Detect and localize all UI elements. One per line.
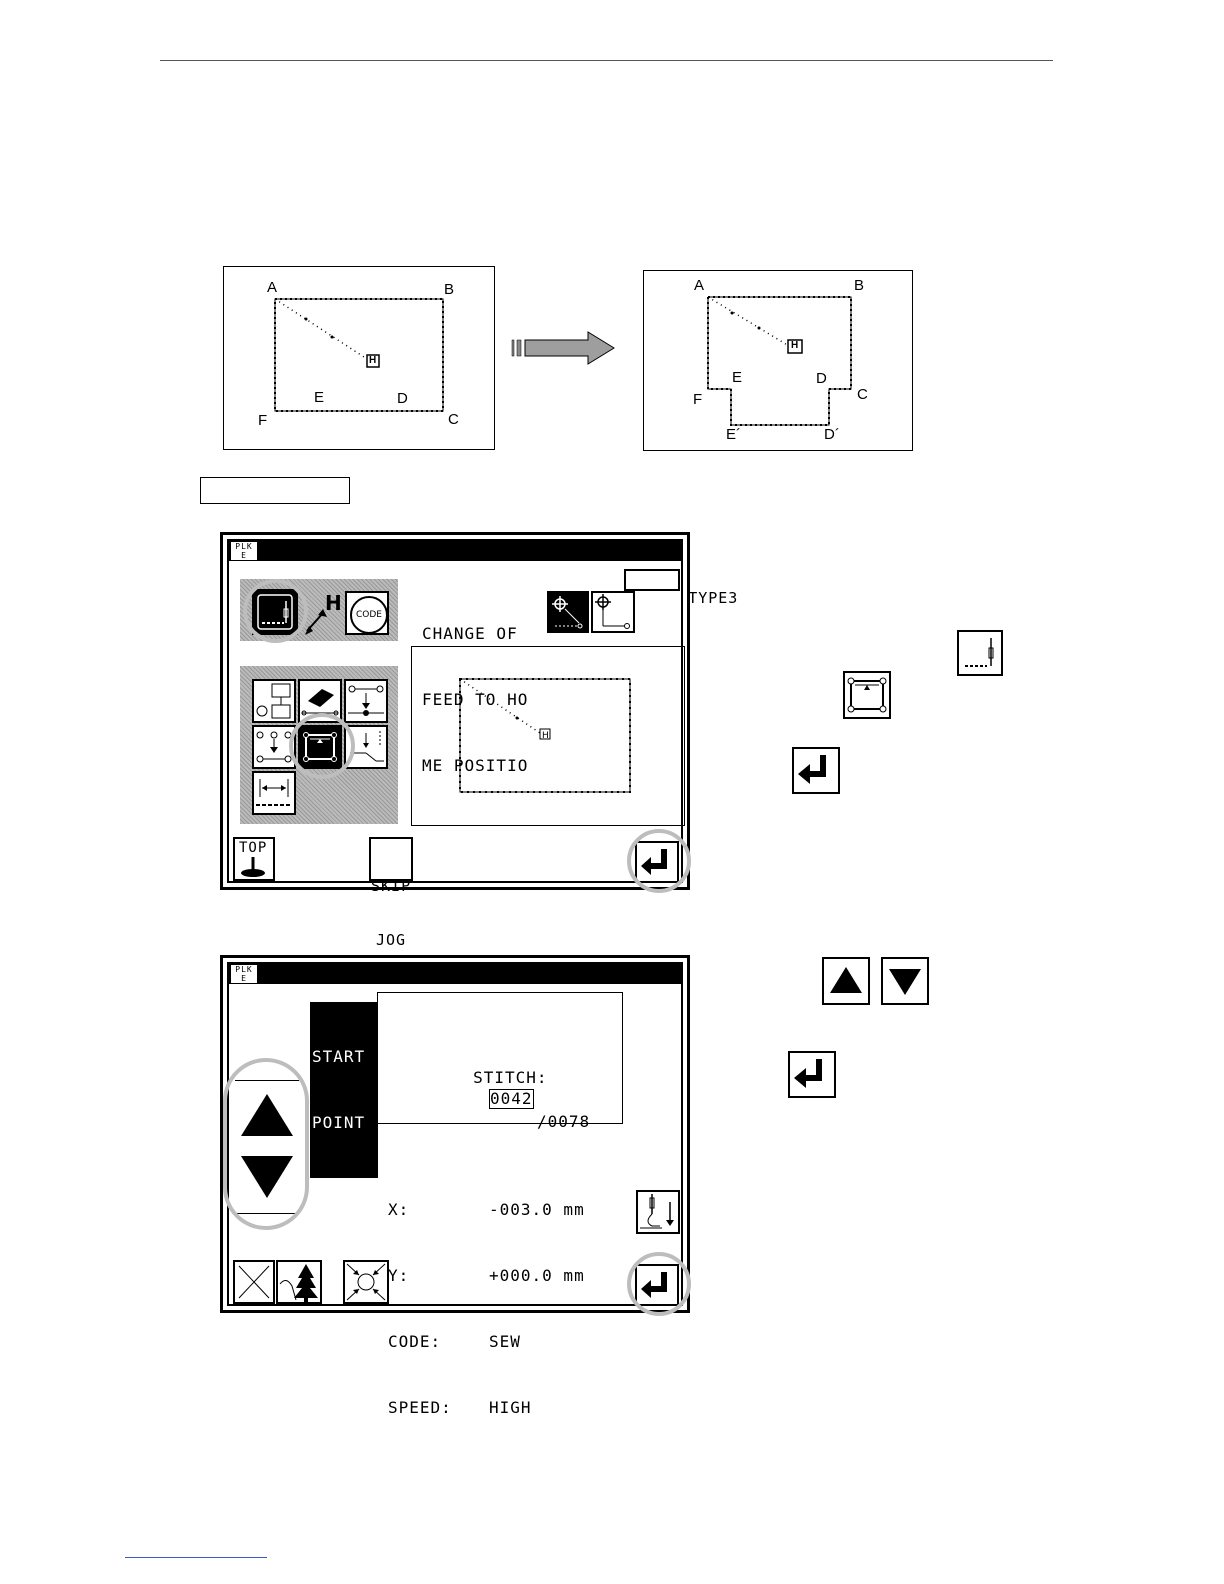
type-button[interactable]: TYPE3 xyxy=(624,569,737,607)
home-arrow-icon: H xyxy=(303,591,345,635)
pattern-before-drawing xyxy=(274,298,444,412)
label-c: C xyxy=(448,411,459,428)
enter-icon xyxy=(794,1059,822,1088)
stitch-info-panel: STITCH: 0042 /0078 X: -003.0 mm Y: +000.0 … xyxy=(377,992,623,1417)
label-b: B xyxy=(854,277,865,294)
triangle-up-icon xyxy=(830,967,862,993)
top-button[interactable]: TOP xyxy=(233,837,275,881)
stitch-up-button[interactable] xyxy=(237,1088,297,1144)
needle-feed-icon xyxy=(965,638,994,667)
pattern-preview: H xyxy=(411,646,685,826)
trim-button[interactable] xyxy=(276,1260,322,1304)
point-move-icon xyxy=(256,683,291,719)
highlight-ring-enter xyxy=(627,1252,691,1316)
label-f: F xyxy=(693,391,703,408)
y-value: +000.0 mm xyxy=(489,1266,585,1285)
insert-point-icon xyxy=(348,685,384,716)
change-description: CHANGE OF FEED TO HO ME POSITIO xyxy=(422,624,529,775)
tool-delete-point-button[interactable] xyxy=(252,725,296,769)
enter-icon xyxy=(798,755,826,784)
label-e: E xyxy=(314,389,325,406)
tool-point-move-button[interactable] xyxy=(252,679,296,723)
delete-point-icon xyxy=(256,731,292,763)
section-label-box xyxy=(200,477,350,504)
code-button[interactable]: CODE xyxy=(345,591,389,635)
transform-arrow-icon xyxy=(511,331,615,365)
header-rule xyxy=(160,60,1053,61)
highlight-ring-feed xyxy=(243,579,308,643)
feed-type-direct-button[interactable] xyxy=(547,591,589,633)
speed-label: SPEED: xyxy=(388,1398,452,1417)
lshape-feed-icon xyxy=(595,594,630,629)
code-icon: CODE xyxy=(350,596,388,634)
center-converge-icon xyxy=(346,1263,386,1301)
label-e: E xyxy=(732,369,743,386)
triangle-down-icon xyxy=(241,1156,293,1198)
label-e-prime: E´ xyxy=(726,426,741,443)
preview-home-marker: H xyxy=(542,731,549,741)
start-point-label: START POINT xyxy=(310,1002,378,1178)
offset-icon xyxy=(350,731,384,762)
tool-erase-button[interactable] xyxy=(298,679,342,723)
x-value: -003.0 mm xyxy=(489,1200,585,1219)
center-button[interactable] xyxy=(343,1260,389,1304)
home-marker: H xyxy=(369,355,377,366)
needle-down-button[interactable] xyxy=(636,1190,680,1234)
ref-down-icon xyxy=(881,957,929,1005)
y-label: Y: xyxy=(388,1266,410,1285)
home-icon-label: H xyxy=(325,591,342,615)
tool-width-button[interactable] xyxy=(252,771,296,815)
ref-up-icon xyxy=(822,957,870,1005)
close-icon xyxy=(238,1265,270,1299)
tool-insert-point-button[interactable] xyxy=(344,679,388,723)
width-adjust-icon xyxy=(256,779,292,806)
block-move-icon xyxy=(847,677,887,713)
label-c: C xyxy=(857,386,868,403)
pattern-after-drawing xyxy=(707,296,852,426)
highlight-ring-block-move xyxy=(289,713,355,779)
code-value: SEW xyxy=(489,1332,521,1351)
label-d: D xyxy=(397,390,408,407)
highlight-ring-step-buttons xyxy=(223,1058,309,1230)
label-d-prime: D´ xyxy=(824,426,840,443)
x-label: X: xyxy=(388,1200,410,1219)
home-marker: H xyxy=(791,340,799,351)
needle-down-icon xyxy=(640,1194,674,1229)
stitch-down-button[interactable] xyxy=(237,1150,297,1206)
speed-value: HIGH xyxy=(489,1398,532,1417)
pattern-diagram-after: H A B E D C F E´ D´ xyxy=(643,270,913,451)
label-f: F xyxy=(258,412,268,429)
ref-block-move-icon xyxy=(843,671,891,719)
triangle-up-icon xyxy=(241,1094,293,1136)
tree-trim-icon xyxy=(279,1264,318,1302)
stitch-current: 0042 xyxy=(489,1089,534,1109)
label-a: A xyxy=(694,277,705,294)
label-b: B xyxy=(444,281,455,298)
label-d: D xyxy=(816,370,827,387)
cancel-button[interactable] xyxy=(233,1260,275,1304)
direct-feed-icon xyxy=(552,596,583,629)
footer-link-underline xyxy=(125,1557,267,1558)
ref-enter-icon xyxy=(788,1051,836,1098)
ref-feed-modify-icon xyxy=(957,630,1003,676)
triangle-down-icon xyxy=(889,969,921,995)
ref-enter-icon xyxy=(792,747,840,794)
stitch-total: /0078 xyxy=(537,1112,591,1131)
code-label: CODE: xyxy=(388,1332,442,1351)
feed-type-lshape-button[interactable] xyxy=(591,591,635,633)
skip-jog-button[interactable]: SKIP JOG xyxy=(369,837,413,949)
pattern-diagram-before: H A B E D F C xyxy=(223,266,495,450)
stitch-label: STITCH: xyxy=(473,1068,548,1087)
highlight-ring-enter xyxy=(627,829,691,893)
top-icon xyxy=(241,857,265,877)
label-a: A xyxy=(267,279,278,296)
